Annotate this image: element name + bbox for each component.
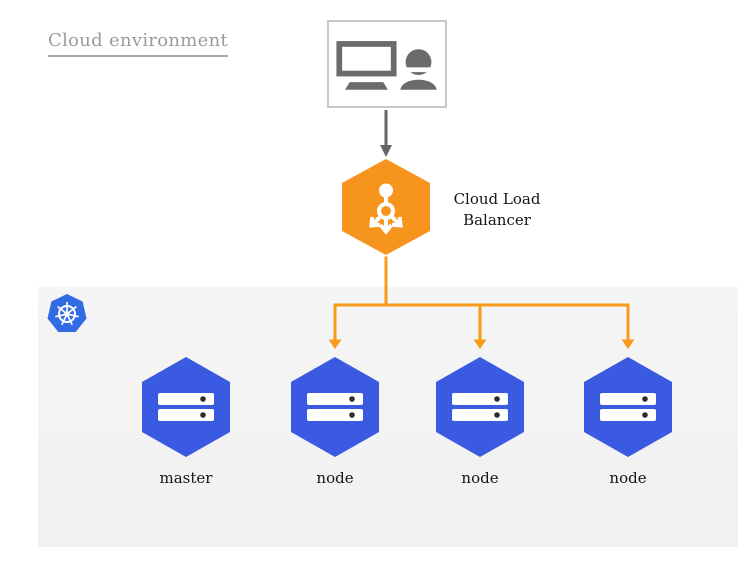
- load-balancer-label: Cloud Load Balancer: [453, 190, 541, 229]
- worker-node-label: node: [609, 469, 647, 487]
- worker-node-hexagon: [584, 357, 672, 457]
- master-node-label: master: [159, 469, 213, 487]
- worker-node-label: node: [461, 469, 499, 487]
- load-balancer-hexagon: [342, 159, 430, 255]
- load-balancer-icon: [369, 183, 403, 235]
- kubernetes-logo-icon: [47, 294, 87, 333]
- master-node-hexagon: [142, 357, 230, 457]
- worker-node-hexagon: [291, 357, 379, 457]
- worker-node-hexagon: [436, 357, 524, 457]
- worker-node-label: node: [316, 469, 354, 487]
- client-box: [327, 20, 447, 108]
- server-icon: [452, 393, 508, 421]
- user-workstation-icon: [336, 41, 437, 90]
- server-icon: [600, 393, 656, 421]
- client-to-lb-arrow: [380, 110, 392, 157]
- server-icon: [307, 393, 363, 421]
- diagram-title: Cloud environment: [48, 30, 229, 57]
- server-icon: [158, 393, 214, 421]
